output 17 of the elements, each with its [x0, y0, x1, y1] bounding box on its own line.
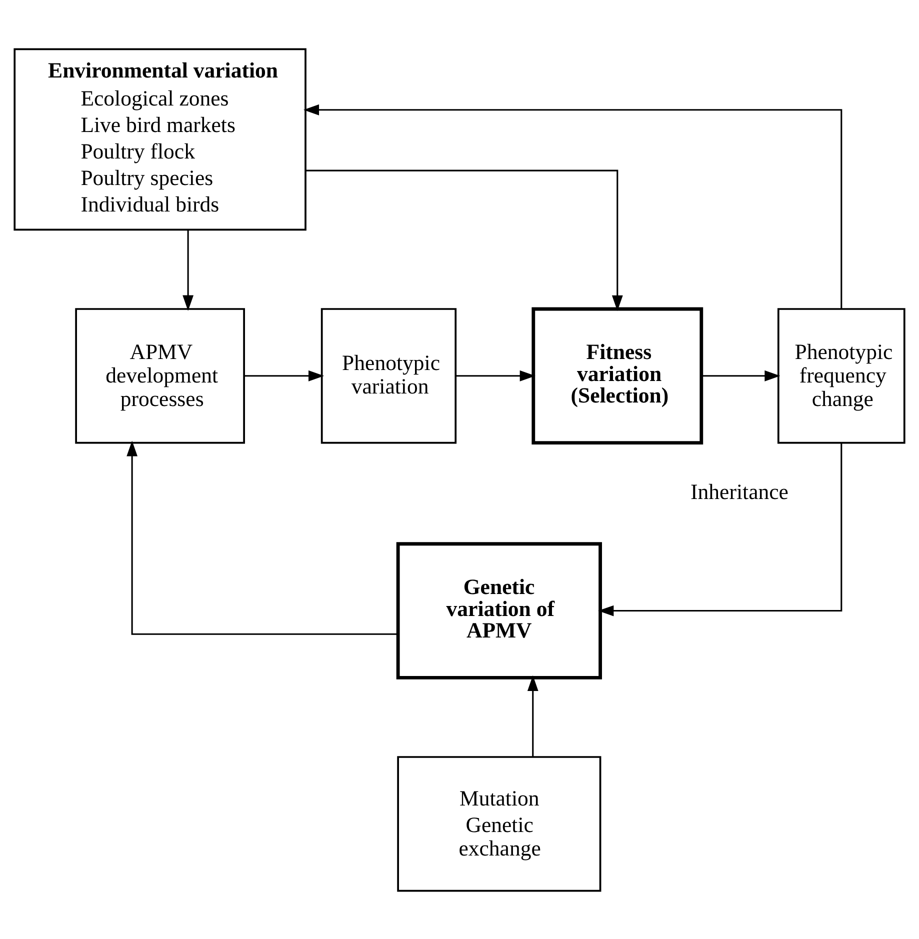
arrow	[456, 370, 536, 381]
arrow	[244, 370, 324, 381]
arrow	[306, 169, 623, 311]
node-box: Phenotypic variation	[320, 308, 457, 444]
arrow	[598, 442, 842, 616]
arrow	[182, 230, 194, 310]
node-box: Phenotypic frequency change	[777, 308, 906, 444]
edge-label: Inheritance	[690, 480, 788, 504]
arrow	[303, 104, 842, 308]
node-box: Environmental variation Ecological zones Live bird markets Poultry flock Poultry species Individual birds	[14, 48, 306, 230]
arrow	[527, 674, 538, 756]
node-box: Genetic variation of APMV	[396, 542, 602, 679]
arrow	[126, 440, 398, 634]
node-box: Fitness variation (Selection)	[532, 306, 704, 444]
node-box: Mutation Genetic exchange	[397, 756, 602, 892]
node-box: APMV development processes	[75, 308, 245, 444]
arrow	[701, 370, 780, 381]
